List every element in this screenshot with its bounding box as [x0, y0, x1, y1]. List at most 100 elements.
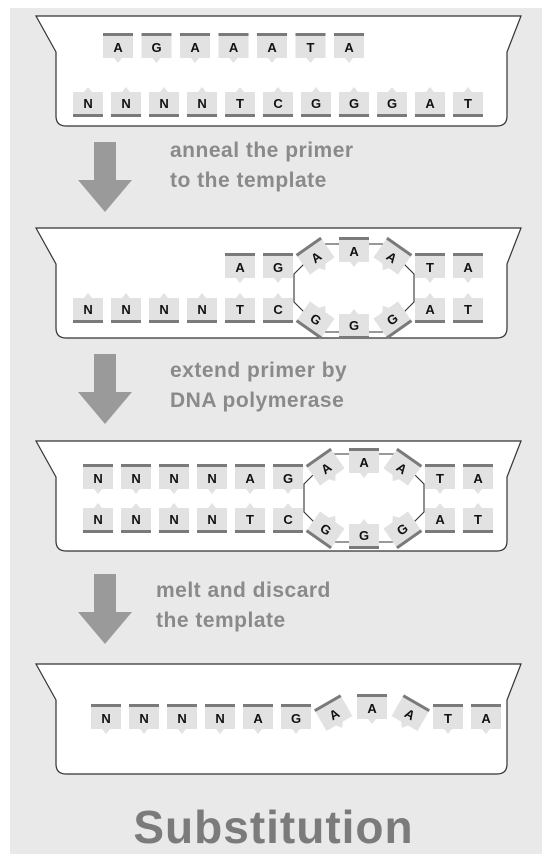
caption-line: extend primer by — [170, 359, 348, 382]
base-letter: A — [463, 260, 473, 275]
down-arrow-icon — [78, 354, 132, 424]
base-letter: N — [197, 96, 206, 111]
nucleotide-tile: T — [425, 464, 455, 494]
caption-line: the template — [156, 609, 286, 632]
base-letter: G — [387, 96, 397, 111]
base-letter: N — [169, 512, 178, 527]
nucleotide-tile: A — [305, 447, 345, 486]
base-letter: N — [215, 711, 224, 726]
base-letter: G — [311, 96, 321, 111]
nucleotide-tile: A — [357, 694, 387, 724]
base-letter: G — [291, 711, 301, 726]
nucleotide-tile: C — [273, 503, 303, 533]
nucleotide-tile: N — [187, 87, 217, 117]
nucleotide-tile: N — [149, 87, 179, 117]
nucleotide-tile: N — [111, 87, 141, 117]
base-letter: N — [93, 512, 102, 527]
nucleotide-tile: N — [111, 293, 141, 323]
tray-outline — [34, 440, 522, 552]
base-letter: N — [131, 512, 140, 527]
nucleotide-tile: G — [281, 704, 311, 734]
nucleotide-tile: G — [263, 253, 293, 283]
base-letter: T — [464, 96, 472, 111]
tray-outline — [34, 663, 522, 775]
nucleotide-tile: T — [235, 503, 265, 533]
base-letter: N — [159, 302, 168, 317]
nucleotide-tile: T — [433, 704, 463, 734]
base-letter: G — [283, 471, 293, 486]
nucleotide-tile: N — [73, 293, 103, 323]
nucleotide-tile: T — [225, 87, 255, 117]
base-letter: N — [169, 471, 178, 486]
base-letter: T — [464, 302, 472, 317]
nucleotide-tile: A — [425, 503, 455, 533]
caption-line: melt and discard — [156, 579, 331, 602]
base-letter: N — [83, 96, 92, 111]
nucleotide-tile: N — [205, 704, 235, 734]
base-letter: N — [159, 96, 168, 111]
base-letter: A — [349, 244, 359, 259]
nucleotide-tile: N — [197, 503, 227, 533]
base-letter: A — [113, 40, 123, 55]
base-letter: N — [121, 302, 130, 317]
base-letter: T — [246, 512, 254, 527]
caption-melt: melt and discard the template — [156, 576, 331, 636]
nucleotide-tile: N — [129, 704, 159, 734]
caption-extend: extend primer by DNA polymerase — [170, 356, 347, 416]
nucleotide-tile: G — [141, 33, 172, 63]
nucleotide-tile: G — [305, 511, 345, 550]
nucleotide-tile: G — [349, 519, 379, 549]
base-letter: T — [236, 302, 244, 317]
base-letter: N — [207, 471, 216, 486]
caption-anneal: anneal the primer to the template — [170, 136, 354, 196]
down-arrow-icon — [78, 574, 132, 644]
base-letter: C — [273, 302, 283, 317]
nucleotide-tile: A — [383, 447, 423, 486]
nucleotide-tile: T — [225, 293, 255, 323]
nucleotide-tile: A — [314, 694, 353, 732]
nucleotide-tile: N — [121, 503, 151, 533]
base-letter: N — [93, 471, 102, 486]
base-letter: G — [349, 318, 359, 333]
nucleotide-tile: N — [159, 464, 189, 494]
nucleotide-tile: N — [149, 293, 179, 323]
nucleotide-tile: T — [463, 503, 493, 533]
nucleotide-tile: T — [295, 33, 326, 63]
nucleotide-tile: N — [197, 464, 227, 494]
nucleotide-tile: T — [453, 293, 483, 323]
base-letter: T — [426, 260, 434, 275]
base-letter: T — [307, 40, 315, 55]
base-letter: G — [359, 528, 369, 543]
nucleotide-tile: A — [415, 87, 445, 117]
nucleotide-tile: A — [463, 464, 493, 494]
nucleotide-tile: A — [415, 293, 445, 323]
base-letter: A — [344, 40, 354, 55]
base-letter: N — [139, 711, 148, 726]
nucleotide-tile: G — [339, 87, 369, 117]
figure-title: Substitution — [133, 801, 414, 853]
nucleotide-tile: A — [471, 704, 501, 734]
nucleotide-tile: A — [334, 33, 364, 63]
nucleotide-tile: A — [295, 236, 335, 275]
base-letter: C — [273, 96, 283, 111]
base-letter: A — [481, 711, 491, 726]
base-letter: A — [229, 40, 239, 55]
nucleotide-tile: T — [415, 253, 445, 283]
nucleotide-tile: A — [373, 236, 413, 275]
nucleotide-tile: N — [167, 704, 197, 734]
nucleotide-tile: G — [273, 464, 303, 494]
base-letter: N — [131, 471, 140, 486]
nucleotide-tile: A — [235, 464, 265, 494]
nucleotide-tile: G — [377, 87, 407, 117]
nucleotide-tile: A — [453, 253, 483, 283]
nucleotide-tile: A — [218, 33, 249, 63]
